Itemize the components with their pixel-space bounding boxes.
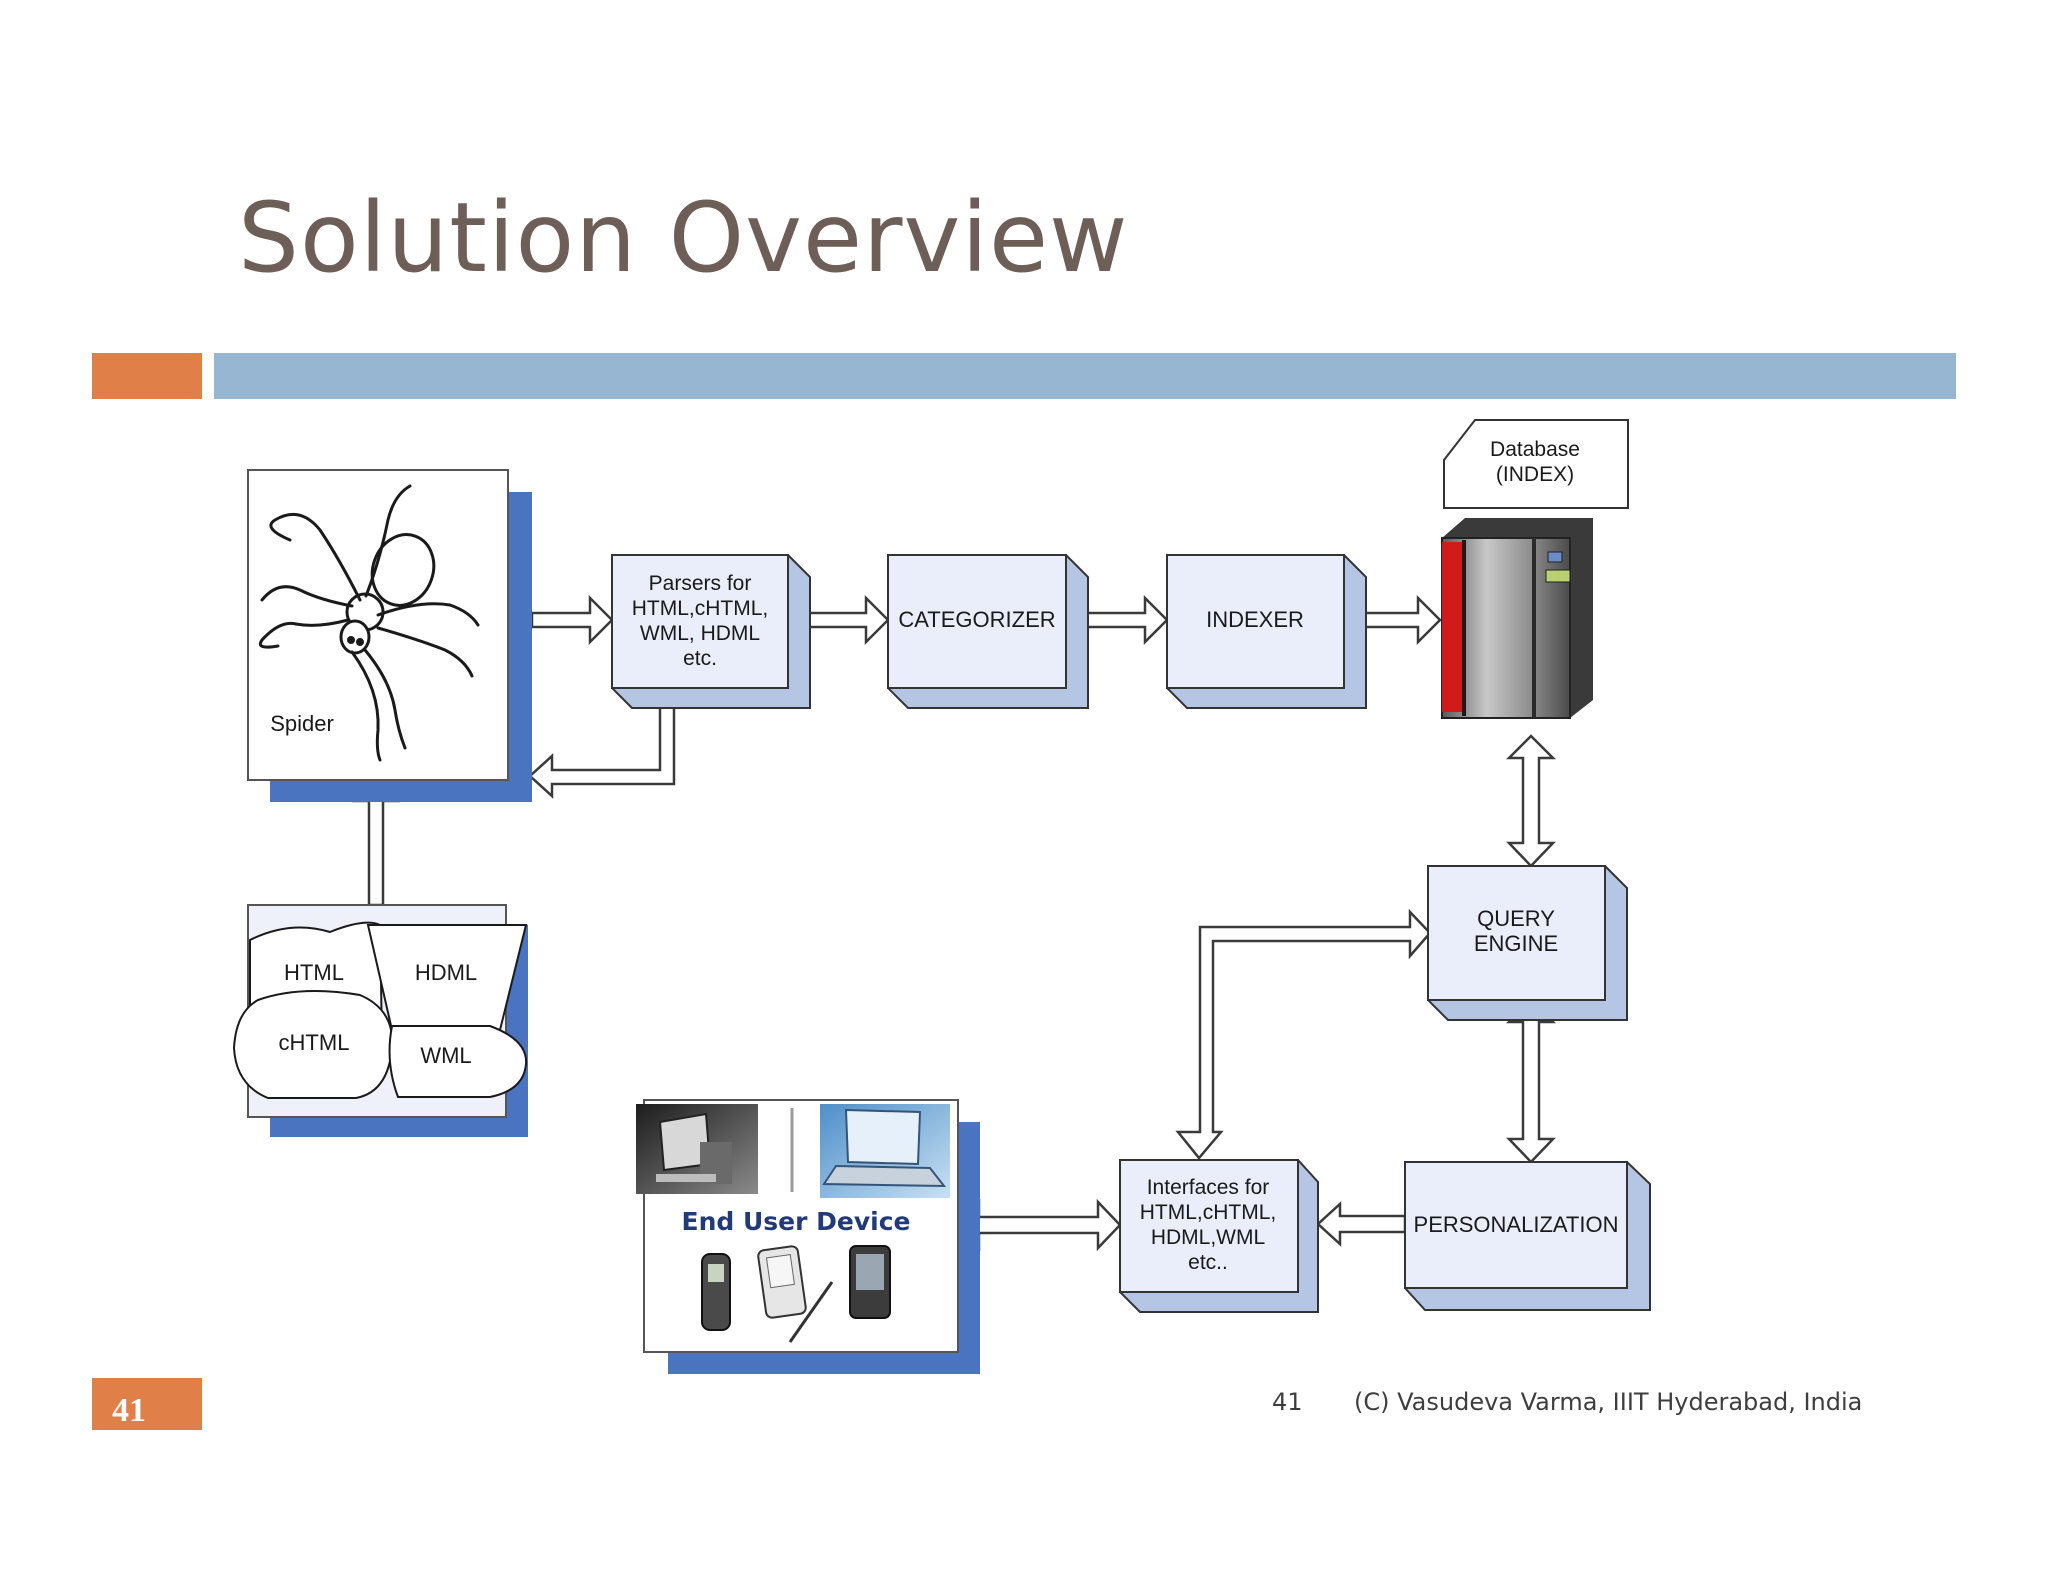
chtml-shape — [232, 990, 394, 1099]
database-line-1: Database — [1490, 438, 1580, 461]
parsers-line-2: HTML,cHTML, — [632, 597, 769, 620]
interfaces-line-1: Interfaces for — [1147, 1176, 1270, 1199]
interfaces-line-3: HDML,WML — [1151, 1226, 1265, 1249]
footer-page-number: 41 — [1272, 1388, 1303, 1416]
title-accent-blue — [214, 353, 1956, 399]
html-label: HTML — [284, 960, 344, 985]
pda-icon — [757, 1245, 834, 1343]
query-engine-line-2: ENGINE — [1474, 931, 1558, 956]
query-engine-box: QUERY ENGINE — [1427, 865, 1628, 1021]
personalization-box: PERSONALIZATION — [1404, 1161, 1651, 1311]
page-number-badge: 41 — [92, 1378, 202, 1430]
spider-icon — [258, 484, 480, 762]
interfaces-line-2: HTML,cHTML, — [1140, 1201, 1277, 1224]
parsers-line-1: Parsers for — [649, 572, 752, 595]
indexer-label: INDEXER — [1206, 607, 1304, 632]
arrow-device-interfaces — [955, 1198, 1122, 1252]
wml-shape — [388, 1025, 528, 1098]
database-label-box: Database (INDEX) — [1443, 419, 1629, 509]
flow-arrows — [351, 594, 1557, 1252]
arrow-database-query-engine — [1505, 734, 1557, 868]
handheld-icon — [849, 1245, 891, 1319]
database-line-2: (INDEX) — [1496, 463, 1574, 486]
parsers-line-4: etc. — [683, 647, 717, 670]
title-accent-orange — [92, 353, 202, 399]
interfaces-box: Interfaces for HTML,cHTML, HDML,WML etc.… — [1119, 1159, 1319, 1313]
personalization-label: PERSONALIZATION — [1414, 1212, 1619, 1237]
parsers-line-3: WML, HDML — [640, 622, 760, 645]
formats-panel: HTML HDML cHTML WML — [232, 904, 528, 1137]
chtml-label: cHTML — [279, 1030, 350, 1055]
arrow-interfaces-query-engine — [1175, 908, 1432, 1160]
categorizer-label: CATEGORIZER — [898, 607, 1055, 632]
footer-credit: (C) Vasudeva Varma, IIIT Hyderabad, Indi… — [1354, 1388, 1863, 1416]
indexer-box: INDEXER — [1166, 554, 1367, 709]
desktop-computer-icon — [636, 1104, 758, 1194]
end-user-device-label: End User Device — [682, 1207, 911, 1236]
mobile-phone-icon — [701, 1253, 731, 1331]
spider-panel: Spider — [247, 469, 532, 802]
wml-label: WML — [420, 1043, 471, 1068]
parsers-box: Parsers for HTML,cHTML, WML, HDML etc. — [611, 554, 811, 709]
arrow-spider-to-parsers — [530, 594, 614, 646]
server-icon — [1441, 518, 1593, 719]
arrow-parsers-to-spider — [528, 698, 676, 799]
laptop-icon — [820, 1104, 950, 1198]
arrow-personalization-to-interfaces — [1316, 1201, 1407, 1247]
end-user-device-panel: End User Device — [636, 1099, 980, 1374]
slide-title: Solution Overview — [238, 182, 1129, 294]
arrow-query-engine-personalization — [1505, 998, 1557, 1164]
categorizer-box: CATEGORIZER — [887, 554, 1089, 709]
query-engine-line-1: QUERY — [1477, 906, 1555, 931]
hdml-label: HDML — [415, 960, 477, 985]
interfaces-line-4: etc.. — [1188, 1251, 1228, 1274]
spider-label: Spider — [270, 711, 334, 736]
